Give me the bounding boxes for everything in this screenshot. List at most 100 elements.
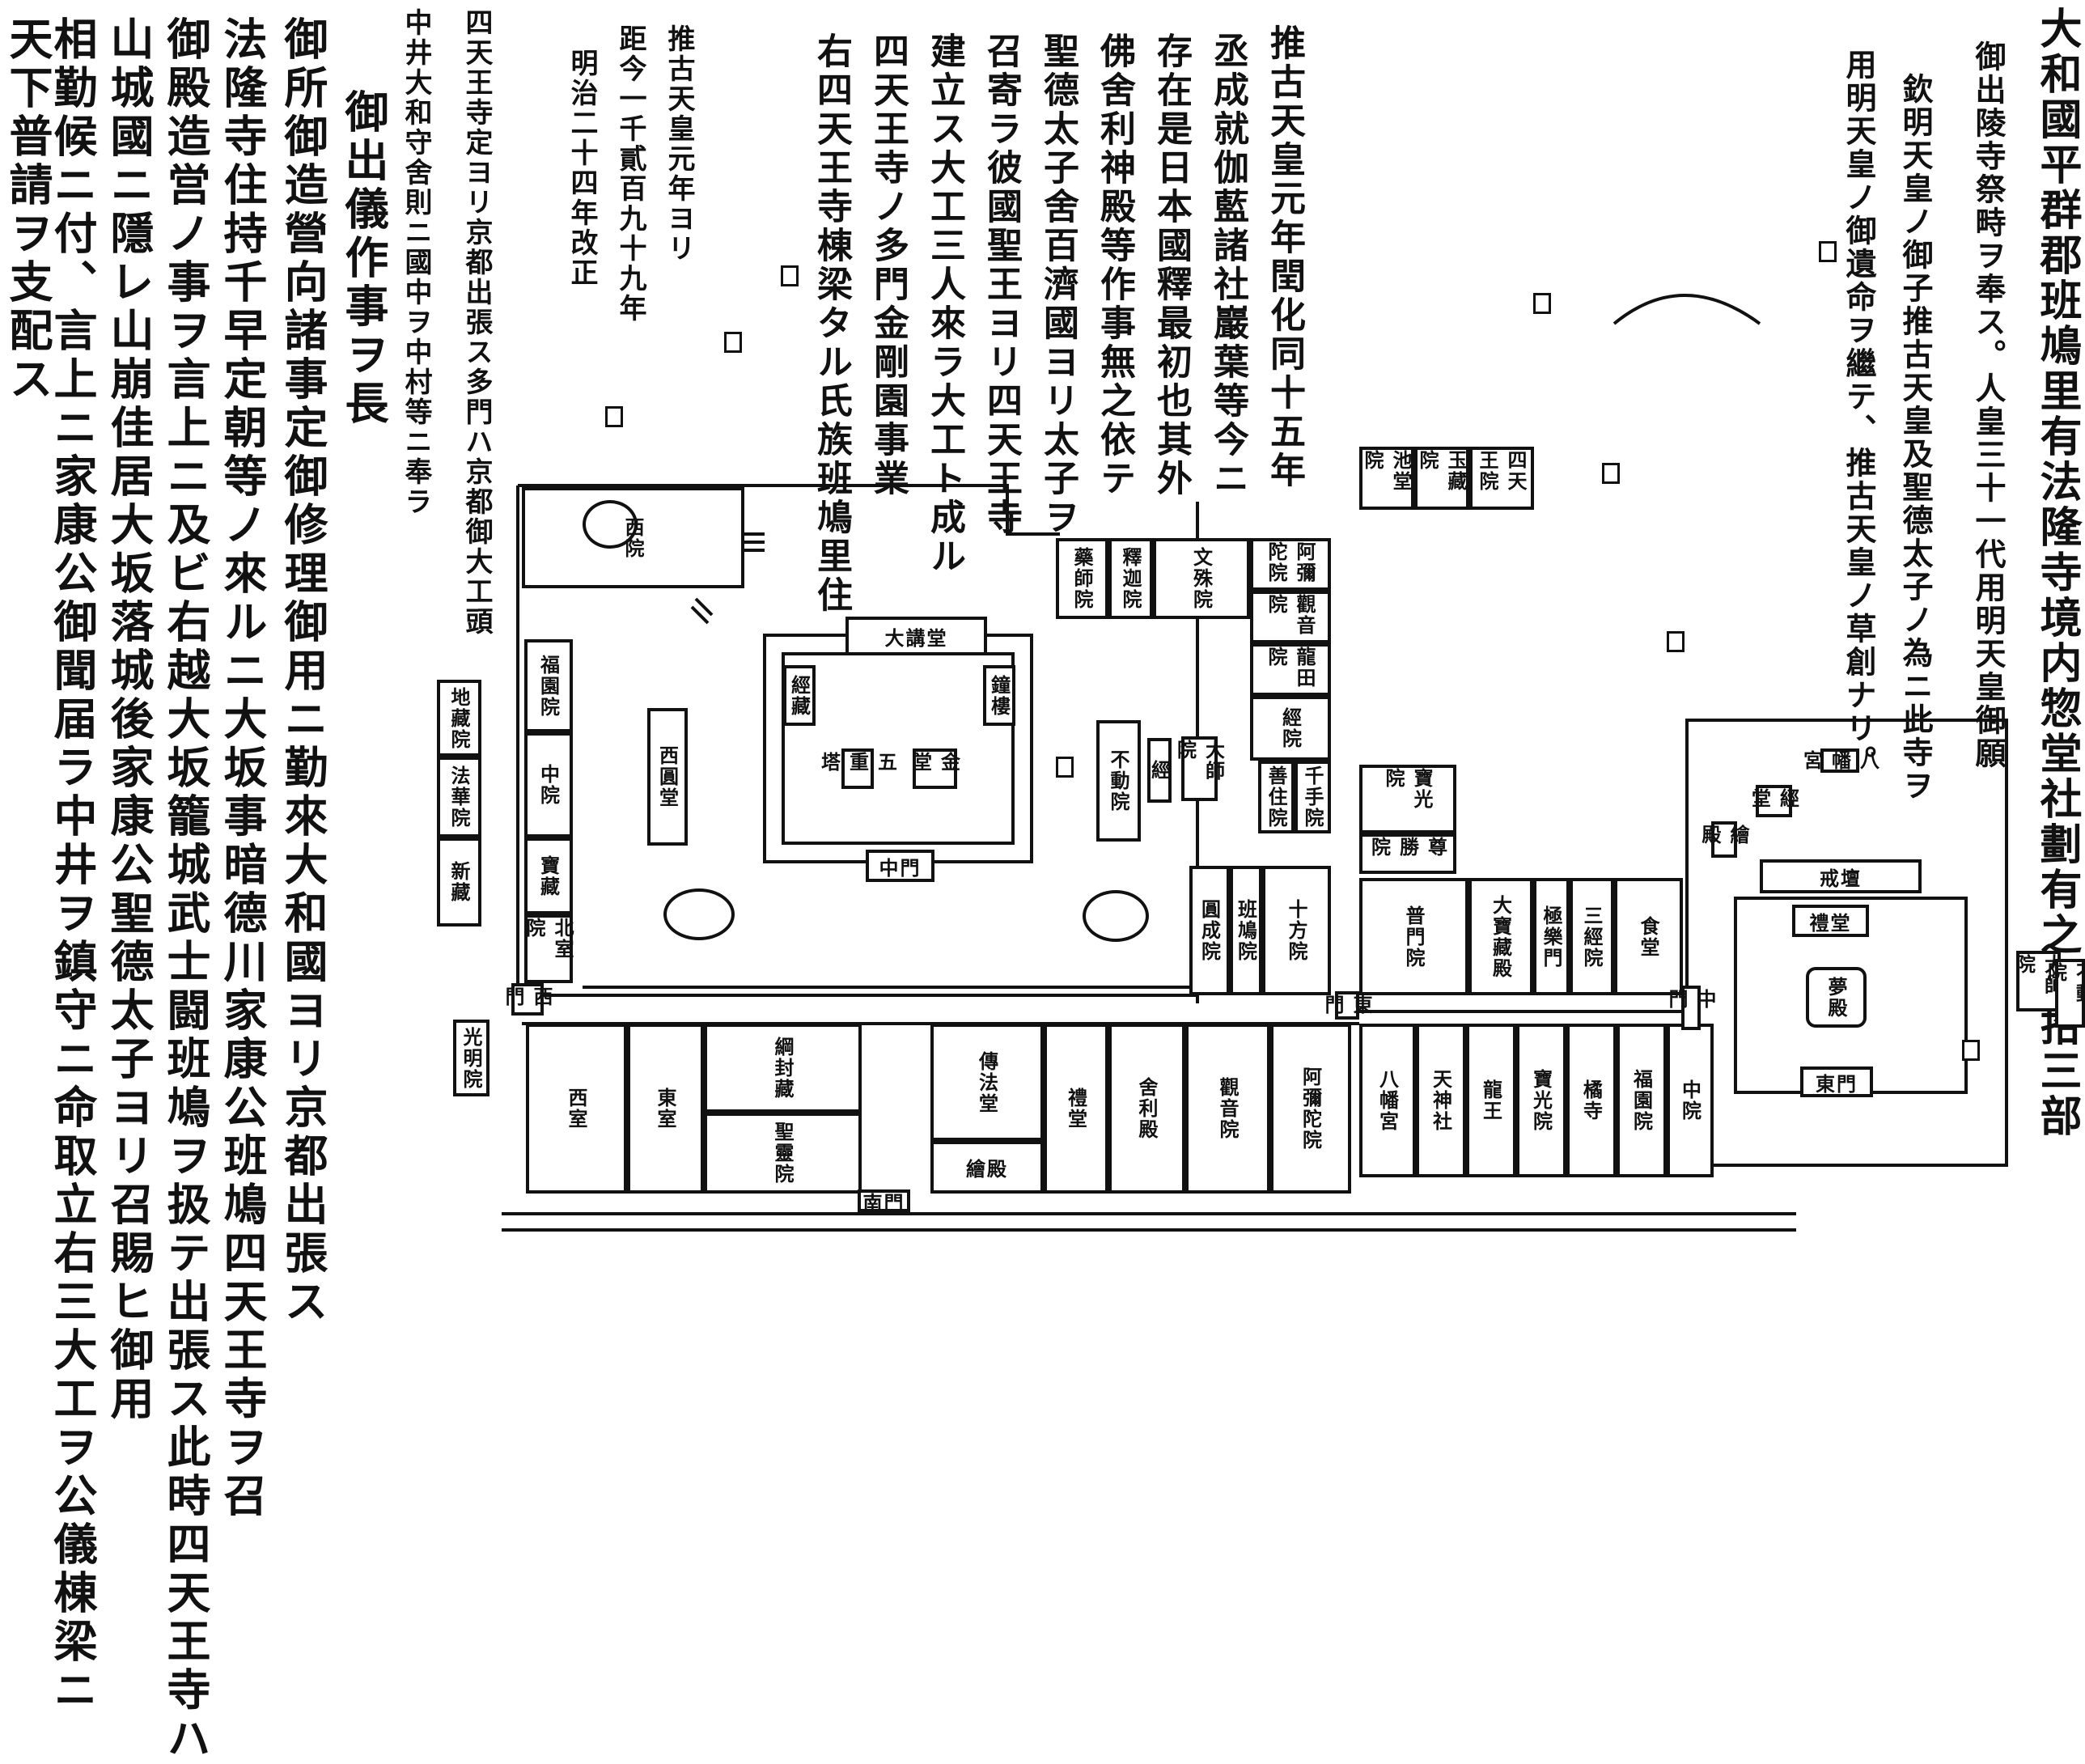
building-ne-3[interactable]: 文殊院 [1153,538,1250,619]
pond-se [1083,890,1149,942]
gate-east-center[interactable]: 東門 [1335,991,1359,1020]
building-west-4[interactable]: 北室院 [524,914,573,983]
building-higashiin-rai[interactable]: 禮堂 [1792,905,1869,937]
building-se-3-label: 龍王 [1477,1079,1506,1122]
building-s-10[interactable]: 阿彌陀院 [1270,1024,1351,1194]
building-s-4[interactable]: 聖靈院 [704,1113,862,1194]
building-kondo[interactable]: 金堂 [913,748,957,789]
building-pagoda[interactable]: 五重塔 [841,748,874,789]
building-ne-1[interactable]: 藥師院 [1056,538,1108,619]
building-s-8-label: 舍利殿 [1133,1077,1161,1140]
narrative-line-4: 御殿造営ノ事ヲ言上ニ及ビ右越大坂籠城武士闘班鳩ヲ扱テ出張ス此時四天王寺ハ [154,16,218,1764]
building-s-8[interactable]: 舍利殿 [1108,1024,1185,1194]
building-mid-1[interactable]: 不動院 [1096,720,1141,842]
building-se-2[interactable]: 天神社 [1416,1024,1466,1177]
building-far-west-3[interactable]: 新藏 [437,837,481,927]
building-far-west-1[interactable]: 地藏院 [437,680,481,757]
building-west-1[interactable]: 福園院 [524,639,573,732]
building-higashiin-3-label: 繪殿 [1696,825,1752,854]
building-yumedono[interactable]: 夢殿 [1806,967,1867,1028]
building-me-5-label: 極樂門 [1537,905,1566,969]
building-s-3[interactable]: 綱封藏 [704,1024,862,1113]
building-yumedono-label: 夢殿 [1822,977,1850,1019]
building-s-2[interactable]: 東室 [627,1024,704,1194]
building-shoro-label: 鐘樓 [985,675,1014,717]
building-higashiin-gate[interactable]: 東門 [1800,1066,1873,1097]
building-s-7-label: 禮堂 [1062,1088,1091,1130]
building-me-5[interactable]: 極樂門 [1533,878,1570,995]
gate-east-compound[interactable]: 中門 [1681,986,1701,1030]
building-s-5[interactable]: 傳法堂 [930,1024,1044,1141]
building-me-6[interactable]: 三經院 [1570,878,1614,995]
building-se-1[interactable]: 八幡宮 [1359,1024,1416,1177]
gate-south-label: 南門 [863,1187,905,1215]
building-e-3-label: 十方院 [1282,899,1311,962]
marker-sq-7 [1819,241,1837,262]
building-me-1-label: 寶光院 [1379,768,1436,830]
building-nishienkaimon[interactable]: 西圓堂 [647,708,688,846]
gate-west[interactable]: 西門 [511,983,544,1016]
building-me-4[interactable]: 大寶藏殿 [1468,878,1533,995]
building-far-west-4-label: 光明院 [457,1027,485,1090]
reference-note-2: 中井大和守舍則ニ國中ヲ中村等ニ奉ラ [396,8,436,517]
building-upper-row-1[interactable]: 池堂院 [1359,447,1414,510]
building-se-6[interactable]: 福園院 [1617,1024,1667,1177]
building-far-west-2[interactable]: 法華院 [437,757,481,837]
marker-sq-3 [605,406,623,427]
building-ne-2[interactable]: 釋迦院 [1108,538,1153,619]
building-higashiin-kaidan[interactable]: 戒壇 [1760,859,1922,893]
history-line-5: 聖德太子舍百濟國ヨリ太子ヲ [1032,32,1083,537]
building-s-1[interactable]: 西室 [526,1024,627,1194]
header-note-3: 用明天皇ノ御遺命ヲ繼テ、推古天皇ノ草創ナリ。 [1837,49,1881,778]
building-se-5[interactable]: 橘寺 [1566,1024,1617,1177]
building-se-3[interactable]: 龍王 [1466,1024,1516,1177]
building-mid-2-label: 經 [1146,760,1174,781]
building-e-2[interactable]: 班鳩院 [1230,866,1262,995]
building-west-2[interactable]: 中院 [524,732,573,837]
building-ne-6[interactable]: 龍田院 [1250,643,1331,696]
building-saiin[interactable]: 西院 [522,487,744,588]
building-mid-2[interactable]: 經 [1147,738,1172,803]
building-west-3[interactable]: 寶藏 [524,837,573,914]
building-chumon[interactable]: 中門 [866,850,934,882]
gate-south[interactable]: 南門 [858,1189,910,1212]
building-west-3-label: 寶藏 [535,855,563,897]
building-ne-7[interactable]: 經院 [1250,696,1331,761]
building-me-3[interactable]: 普門院 [1359,878,1468,995]
building-e-1[interactable]: 圓成院 [1189,866,1230,995]
building-s-9[interactable]: 觀音院 [1185,1024,1270,1194]
building-ne-4[interactable]: 阿彌陀院 [1250,538,1331,591]
building-me-7[interactable]: 食堂 [1614,878,1683,995]
building-mid-1-label: 不動院 [1104,749,1133,812]
history-line-2: 丞成就伽藍諸社巖葉等今ニ [1201,32,1253,498]
building-kyozo[interactable]: 經藏 [783,665,816,726]
building-me-1[interactable]: 寶光院 [1359,765,1456,833]
building-nishienkaimon-label: 西圓堂 [654,745,682,808]
building-upper-row-2[interactable]: 玉藏院 [1414,447,1469,510]
building-kodo[interactable]: 大講堂 [845,617,987,655]
building-s-7[interactable]: 禮堂 [1044,1024,1108,1194]
building-upper-row-3[interactable]: 四天王院 [1469,447,1534,510]
building-me-2[interactable]: 尊勝院 [1359,833,1456,874]
building-ne-6-label: 龍田院 [1262,647,1319,693]
pond-west [583,500,638,549]
building-ne-5[interactable]: 觀音院 [1250,591,1331,643]
building-far-east-2[interactable]: 不動院 [2055,959,2085,1028]
building-shoro[interactable]: 鐘樓 [983,665,1015,726]
building-se-4[interactable]: 寶光院 [1516,1024,1566,1177]
building-upper-row-3-label: 四天王院 [1473,450,1530,507]
building-higashiin-1[interactable]: 經堂 [1756,785,1792,817]
building-ne-9[interactable]: 千手院 [1295,761,1331,833]
building-se-7[interactable]: 中院 [1667,1024,1714,1177]
narrative-line-2: 御所御造營向諸事定御修理御用ニ勤來大和國ヨリ京都出張ス [271,16,335,1327]
building-far-west-4[interactable]: 光明院 [453,1020,489,1096]
building-kyozo-label: 經藏 [786,675,814,717]
building-higashiin-3[interactable]: 繪殿 [1711,821,1737,858]
building-ne-8[interactable]: 善住院 [1258,761,1295,833]
marker-sq-5 [1602,463,1620,484]
building-e-3[interactable]: 十方院 [1262,866,1331,995]
building-higashiin-2[interactable]: 八幡宮 [1820,748,1859,773]
narrative-line-5: 山城國ニ隱レ山崩佳居大坂落城後家康公聖德太子ヨリ召賜ヒ御用 [97,16,161,1424]
building-mid-3[interactable]: 大師院 [1181,736,1218,801]
building-s-6[interactable]: 繪殿 [930,1141,1044,1194]
